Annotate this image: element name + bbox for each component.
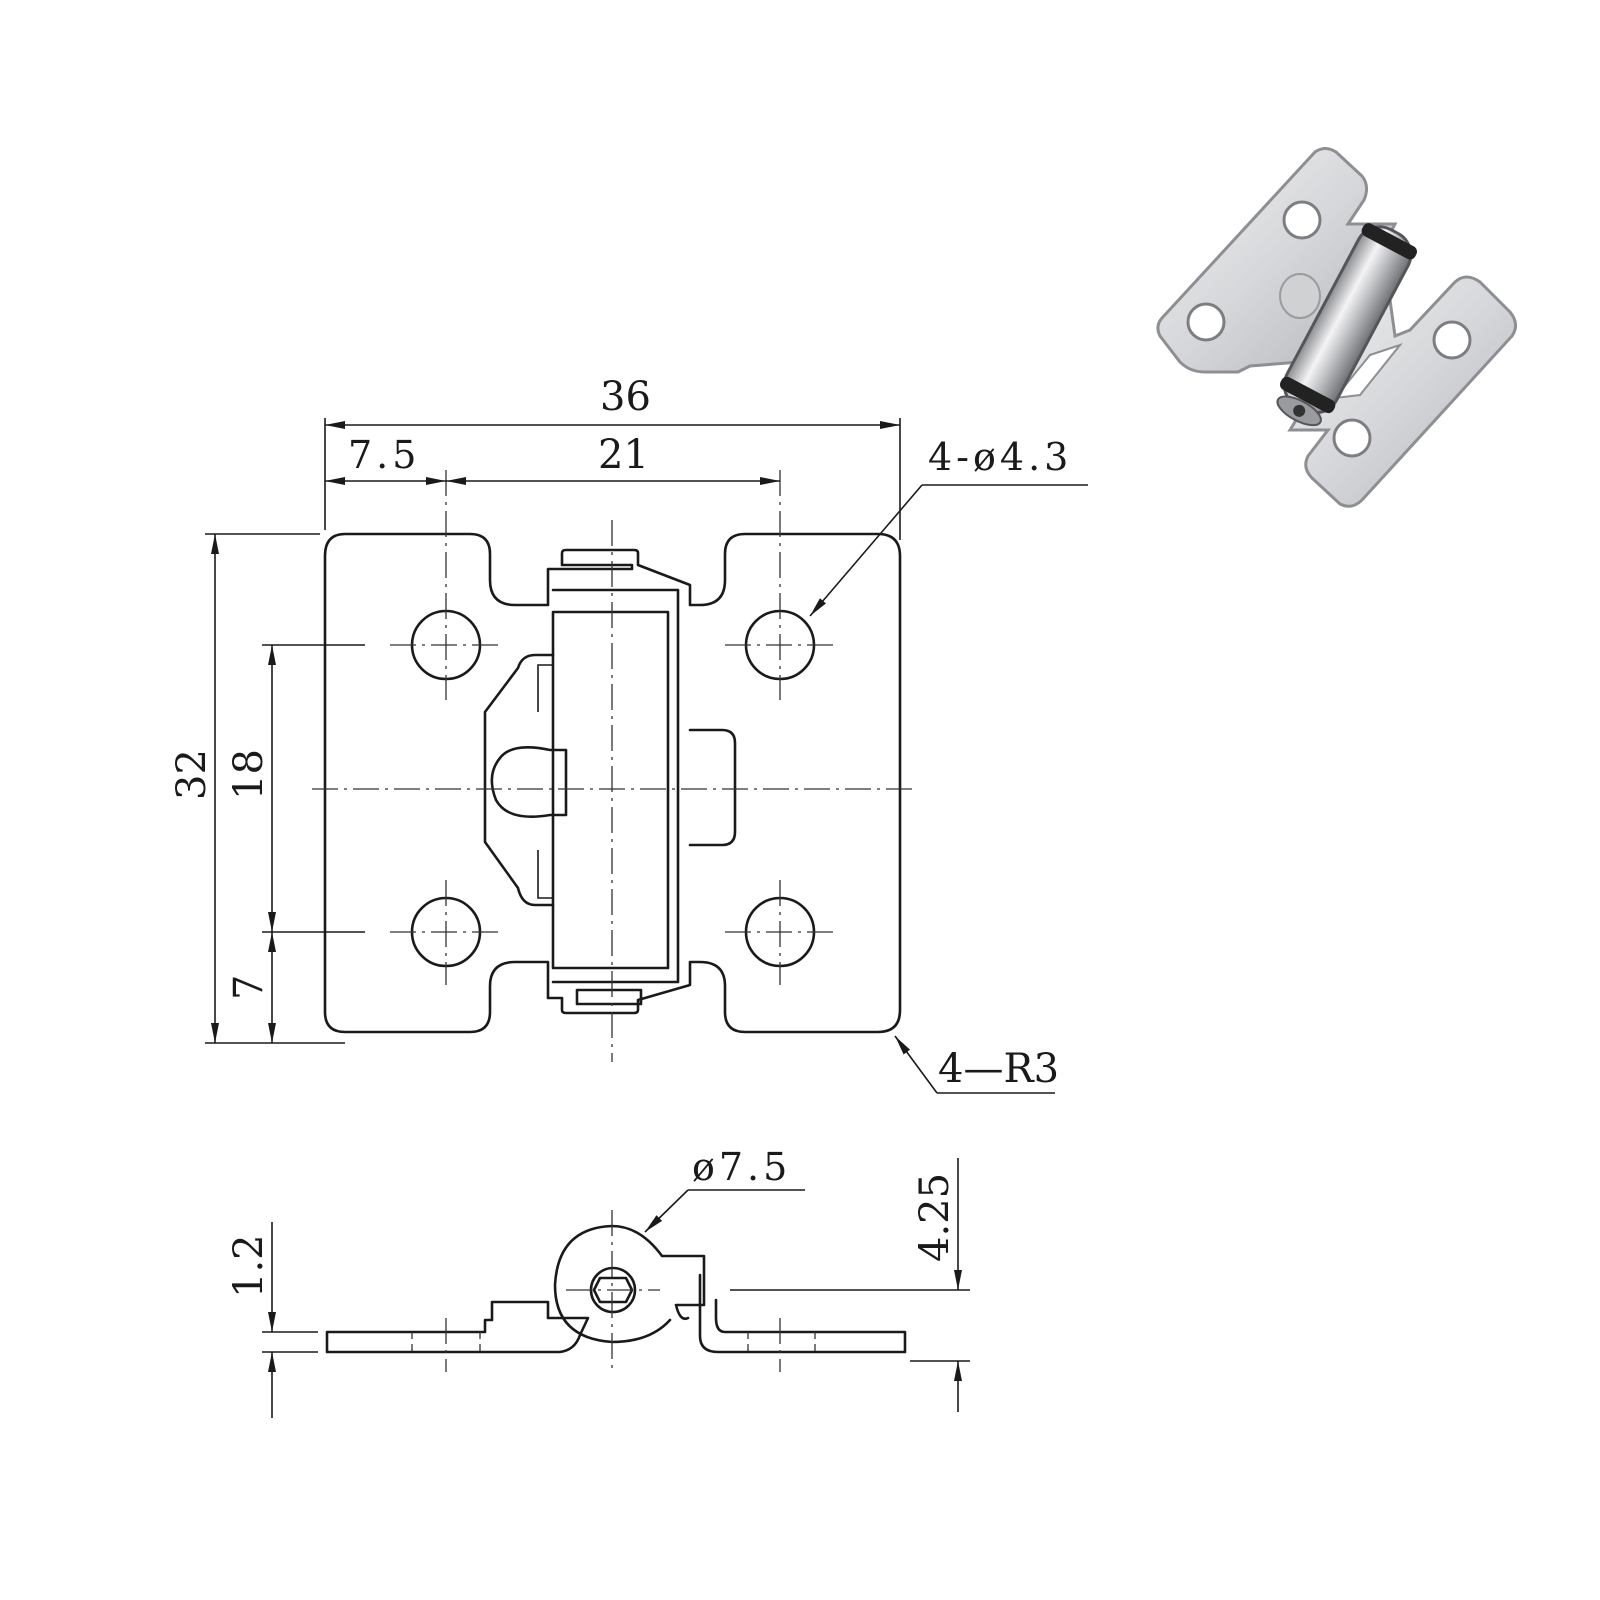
dim-hole-spacing-y: 18 xyxy=(226,749,272,800)
photo-barrel-ring-bottom xyxy=(1279,376,1336,414)
hinge-product-photo xyxy=(1156,147,1517,508)
side-view: ø7.5 4.25 1.2 xyxy=(226,1145,970,1418)
photo-hole-4 xyxy=(1332,418,1372,458)
dim-hole-offset: 7.5 xyxy=(348,433,420,477)
barrel-outer-line xyxy=(551,588,680,984)
photo-pin-head xyxy=(1293,404,1306,417)
leaf-tab xyxy=(688,728,737,847)
dim-knuckle-diameter: ø7.5 xyxy=(692,1145,791,1189)
spring-clip xyxy=(483,653,555,907)
left-leaf-profile xyxy=(325,1300,590,1354)
top-view: 36 7.5 21 4-ø4.3 32 18 7 4—R3 xyxy=(169,374,1088,1094)
knuckle-rivet xyxy=(592,1276,634,1304)
barrel-bottom-cap xyxy=(575,988,643,1006)
dim-overall-height: 32 xyxy=(169,749,215,800)
photo-hole-1 xyxy=(1282,200,1322,240)
photo-barrel-ring-top xyxy=(1361,223,1417,260)
photo-detent-ball xyxy=(1279,273,1321,319)
dim-hole-callout: 4-ø4.3 xyxy=(928,435,1072,479)
hinge-outline xyxy=(323,532,902,1034)
dim-overall-width: 36 xyxy=(600,374,651,420)
photo-hole-2 xyxy=(1186,302,1226,342)
spring-clip-inner xyxy=(537,664,553,899)
dim-hole-spacing-x: 21 xyxy=(598,432,649,478)
detent-ball xyxy=(490,746,568,818)
dim-knuckle-height: 4.25 xyxy=(912,1173,958,1262)
photo-hole-3 xyxy=(1432,320,1472,360)
right-leaf-profile xyxy=(698,1273,907,1354)
dim-hole-edge-y: 7 xyxy=(226,975,272,1000)
barrel-body xyxy=(551,610,670,970)
dim-corner-radius: 4—R3 xyxy=(938,1046,1059,1092)
dim-thickness: 1.2 xyxy=(226,1234,272,1298)
